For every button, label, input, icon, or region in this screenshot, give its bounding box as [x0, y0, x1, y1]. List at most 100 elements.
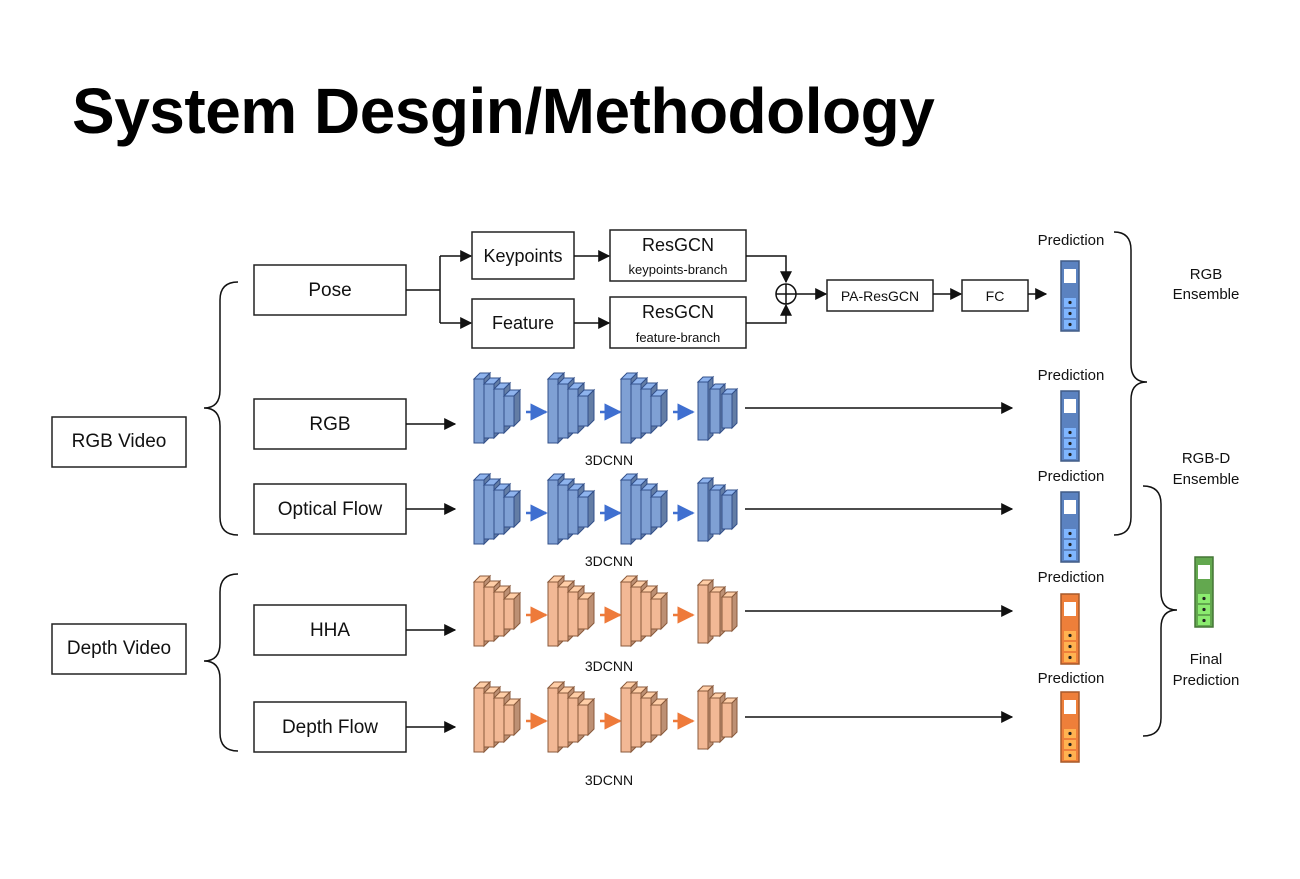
vector-dot-1	[1068, 633, 1072, 638]
rgb-prediction-vector	[1060, 390, 1080, 462]
cnn-final-layer-3	[720, 590, 739, 633]
optical-flow-prediction-vector	[1060, 491, 1080, 563]
pose-split-connector	[406, 256, 441, 323]
vector-dot-1	[1202, 596, 1206, 601]
cnn-block-3-layer-4	[649, 697, 669, 737]
rgb-ensemble-label-line1: RGB	[1190, 266, 1223, 283]
depth-flow-prediction-label: Prediction	[1038, 670, 1105, 687]
depth-flow-box: Depth Flow	[253, 701, 407, 753]
vector-dot-3	[1202, 618, 1206, 623]
cnn-block-1-layer-4	[502, 388, 522, 428]
hha-prediction-label: Prediction	[1038, 569, 1105, 586]
feature-label: Feature	[492, 313, 554, 333]
rgb-3dcnn	[472, 371, 739, 445]
resgcn-keypoints-subtitle: keypoints-branch	[629, 262, 728, 277]
depth-flow-3dcnn	[472, 680, 739, 754]
rgb-ensemble-brace	[1113, 231, 1148, 536]
final-prediction-label-line1: Final	[1190, 651, 1223, 668]
hha-prediction-vector	[1060, 593, 1080, 665]
vector-top-cell	[1064, 500, 1076, 514]
rgb-3dcnn-label: 3DCNN	[585, 452, 633, 468]
depth-input-brace	[203, 573, 239, 752]
vector-dot-1	[1068, 731, 1072, 736]
cnn-block-2-layer-4	[576, 388, 596, 428]
keypoints-box: Keypoints	[471, 231, 575, 280]
resgcn-feature-title: ResGCN	[642, 302, 714, 322]
vector-dot-1	[1068, 300, 1072, 305]
pose-box: Pose	[253, 264, 407, 316]
vector-dot-3	[1068, 322, 1072, 327]
cnn-final-layer-3	[720, 696, 739, 739]
feature-box: Feature	[471, 298, 575, 349]
cnn-final-layer-3	[720, 387, 739, 430]
hha-label: HHA	[310, 620, 350, 641]
optical-flow-label: Optical Flow	[278, 499, 383, 520]
vector-dot-2	[1068, 311, 1072, 316]
depth-video-label: Depth Video	[67, 638, 171, 659]
vector-top-cell	[1198, 565, 1210, 579]
rgb-label: RGB	[309, 414, 350, 435]
cnn-block-2-layer-4	[576, 591, 596, 631]
resgcn-keypoints-title: ResGCN	[642, 235, 714, 255]
cnn-block-1-layer-4	[502, 591, 522, 631]
pose-prediction-vector	[1060, 260, 1080, 332]
resgcn-keypoints-to-fusion-arrow	[746, 255, 792, 284]
cnn-block-1-layer-4	[502, 489, 522, 529]
vector-top-cell	[1064, 700, 1076, 714]
cnn-block-3-layer-4	[649, 489, 669, 529]
cnn-final-layer-3	[720, 488, 739, 531]
depth-flow-prediction-vector	[1060, 691, 1080, 763]
final-prediction-vector	[1194, 556, 1214, 628]
rgb-input-brace	[203, 281, 239, 536]
vector-dot-2	[1202, 607, 1206, 612]
resgcn-feature-to-fusion-arrow	[746, 303, 792, 324]
optical-flow-3dcnn	[472, 472, 739, 546]
vector-dot-3	[1068, 452, 1072, 457]
vector-dot-1	[1068, 531, 1072, 536]
vector-top-cell	[1064, 399, 1076, 413]
pa-resgcn-box: PA-ResGCN	[826, 279, 934, 312]
final-prediction-label-line2: Prediction	[1173, 672, 1240, 689]
rgbd-ensemble-brace	[1142, 485, 1178, 737]
depth-flow-3dcnn-label: 3DCNN	[585, 772, 633, 788]
vector-dot-3	[1068, 655, 1072, 660]
pa-resgcn-label: PA-ResGCN	[841, 288, 919, 304]
vector-top-cell	[1064, 602, 1076, 616]
rgb-video-label: RGB Video	[72, 431, 167, 452]
fusion-add-icon	[775, 283, 797, 305]
hha-box: HHA	[253, 604, 407, 656]
rgb-video-box: RGB Video	[51, 416, 187, 468]
fc-box: FC	[961, 279, 1029, 312]
optical-flow-prediction-label: Prediction	[1038, 468, 1105, 485]
vector-dot-2	[1068, 742, 1072, 747]
cnn-block-3-layer-4	[649, 591, 669, 631]
resgcn-feature-subtitle: feature-branch	[636, 330, 721, 345]
rgbd-ensemble-label-line1: RGB-D	[1182, 450, 1231, 467]
cnn-block-2-layer-4	[576, 489, 596, 529]
rgb-prediction-label: Prediction	[1038, 367, 1105, 384]
vector-dot-2	[1068, 644, 1072, 649]
resgcn-keypoints-box: ResGCN keypoints-branch	[609, 229, 747, 282]
vector-dot-2	[1068, 542, 1072, 547]
keypoints-label: Keypoints	[483, 246, 562, 266]
vector-dot-3	[1068, 753, 1072, 758]
slide-title: System Desgin/Methodology	[72, 75, 935, 147]
rgb-ensemble-label-line2: Ensemble	[1173, 286, 1240, 303]
cnn-block-2-layer-4	[576, 697, 596, 737]
rgbd-ensemble-label-line2: Ensemble	[1173, 471, 1240, 488]
cnn-block-1-layer-4	[502, 697, 522, 737]
vector-dot-1	[1068, 430, 1072, 435]
pose-prediction-label: Prediction	[1038, 232, 1105, 249]
resgcn-feature-box: ResGCN feature-branch	[609, 296, 747, 349]
optical-flow-box: Optical Flow	[253, 483, 407, 535]
cnn-block-3-layer-4	[649, 388, 669, 428]
vector-top-cell	[1064, 269, 1076, 283]
hha-3dcnn	[472, 574, 739, 648]
depth-video-box: Depth Video	[51, 623, 187, 675]
rgb-box: RGB	[253, 398, 407, 450]
depth-flow-label: Depth Flow	[282, 717, 378, 738]
vector-dot-3	[1068, 553, 1072, 558]
optical-flow-3dcnn-label: 3DCNN	[585, 553, 633, 569]
vector-dot-2	[1068, 441, 1072, 446]
